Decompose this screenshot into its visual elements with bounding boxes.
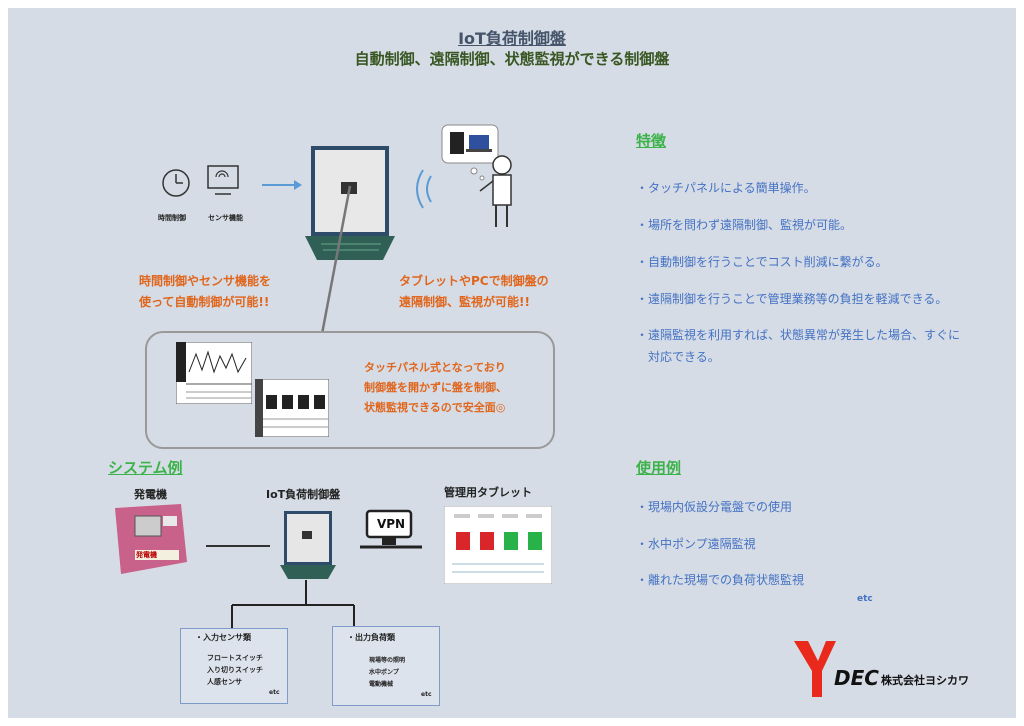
features-heading: 特徴 (636, 132, 667, 150)
caption-touch-panel: タッチパネル式となっており制御盤を開かずに盤を制御、状態監視できるので安全面◎ (364, 361, 507, 414)
person-icon (479, 155, 512, 227)
tree-connector (231, 580, 355, 628)
feature-item-5: ・遠隔監視を利用すれば、状態異常が発生した場合、すぐに (636, 328, 961, 342)
touch-screen-switch-image (255, 379, 329, 437)
usage-item-1: ・現場内仮設分電盤での使用 (636, 500, 793, 514)
arrow-right-icon (262, 180, 302, 190)
vpn-icon (360, 509, 422, 549)
page: IoT負荷制御盤 自動制御、遠隔制御、状態監視ができる制御盤 時間制御 センサ機… (8, 8, 1016, 718)
generator-link-line (206, 545, 270, 547)
usage-item-2: ・水中ポンプ遠隔監視 (636, 537, 756, 551)
output-box-etc: etc (421, 691, 432, 698)
signal-icon (416, 169, 432, 209)
output-box-title: ・出力負荷類 (347, 633, 395, 642)
feature-item-3: ・自動制御を行うことでコスト削減に繋がる。 (636, 255, 888, 269)
tablet-screen-image (444, 506, 552, 584)
thought-bubble-icon (441, 124, 499, 181)
sensor-label: センサ機能 (208, 214, 243, 222)
caption-remote-control: タブレットやPCで制御盤の遠隔制御、監視が可能!! (399, 274, 549, 309)
input-box-list: フロートスイッチ入り切りスイッチ人感センサ (207, 654, 263, 686)
caption-auto-control: 時間制御やセンサ機能を使って自動制御が可能!! (139, 274, 272, 309)
output-load-box: ・出力負荷類 現場等の照明水中ポンプ電動機械 etc (332, 626, 440, 706)
generator-label: 発電機 (134, 488, 167, 501)
output-box-list: 現場等の照明水中ポンプ電動機械 (369, 657, 406, 688)
feature-item-1: ・タッチパネルによる簡単操作。 (636, 181, 816, 195)
generator-sign: 発電機 (136, 551, 157, 559)
page-title: IoT負荷制御盤 (458, 29, 566, 48)
connector-line (320, 185, 352, 335)
tablet-label: 管理用タブレット (444, 486, 532, 499)
usage-item-3: ・離れた現場での負荷状態監視 (636, 573, 805, 587)
system-heading: システム例 (108, 459, 183, 477)
ydec-logo-icon (794, 641, 836, 697)
touch-screen-graph-image (176, 342, 252, 404)
input-sensor-box: ・入力センサ類 フロートスイッチ入り切りスイッチ人感センサ etc (180, 628, 288, 704)
feature-item-5-cont: 対応できる。 (648, 350, 720, 364)
input-box-etc: etc (269, 689, 280, 696)
clock-icon (162, 169, 190, 197)
usage-heading: 使用例 (636, 459, 682, 477)
system-panel-image (280, 511, 336, 579)
usage-etc: etc (857, 594, 873, 604)
company-name: 株式会社ヨシカワ (881, 674, 969, 687)
sensor-icon (207, 165, 239, 195)
vpn-label: VPN (376, 517, 406, 531)
panel-label: IoT負荷制御盤 (266, 488, 341, 501)
feature-item-4: ・遠隔制御を行うことで管理業務等の負担を軽減できる。 (636, 292, 948, 306)
page-subtitle: 自動制御、遠隔制御、状態監視ができる制御盤 (354, 50, 670, 68)
clock-label: 時間制御 (158, 214, 186, 222)
generator-image (115, 504, 187, 574)
feature-item-2: ・場所を問わず遠隔制御、監視が可能。 (636, 218, 853, 232)
logo-text: DEC (834, 666, 879, 690)
input-box-title: ・入力センサ類 (195, 633, 251, 642)
